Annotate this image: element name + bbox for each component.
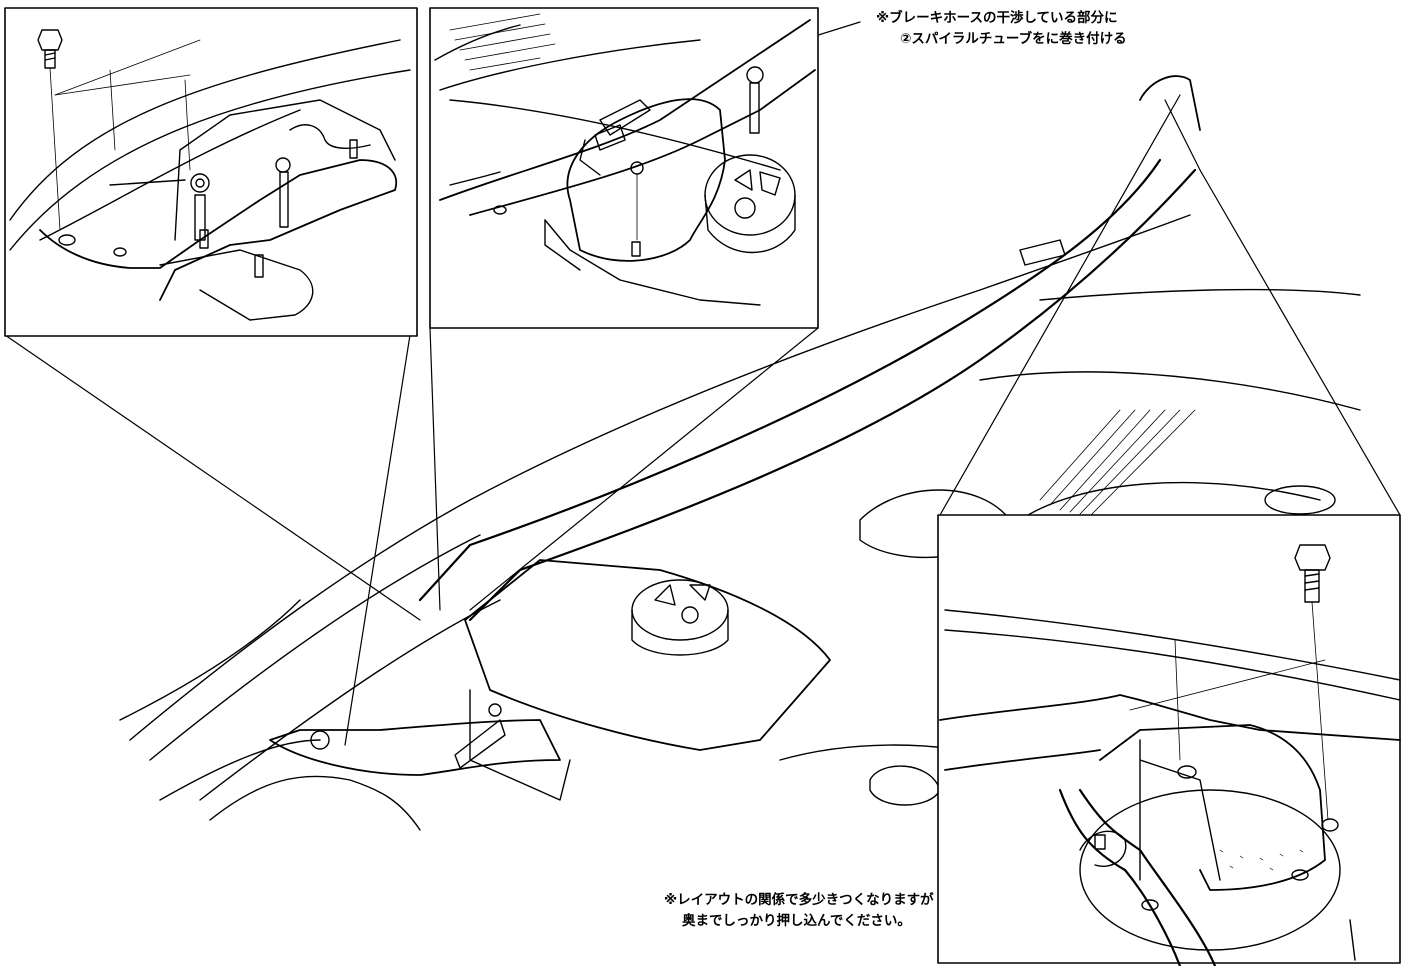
hose	[289, 124, 371, 149]
hood-edge	[979, 371, 1361, 411]
strut-bar-end	[1139, 75, 1201, 131]
reservoir-cap	[704, 154, 796, 254]
nut-icon	[190, 173, 210, 193]
spiral-tube	[1079, 830, 1127, 867]
engine-cover-hatch	[1039, 409, 1196, 517]
strut-bar-upper	[418, 158, 1162, 602]
left-bolt	[310, 730, 330, 750]
body-edge	[119, 599, 301, 721]
inset-center	[429, 7, 819, 329]
annotation-bottom-line2: 奥までしっかり押し込んでください。	[682, 913, 911, 929]
strut-bar	[439, 19, 811, 201]
reservoir	[566, 98, 726, 262]
inset-left	[4, 7, 418, 337]
oil-cap	[1264, 485, 1336, 515]
engine-part-2	[869, 765, 941, 806]
annotation-top-line1: ※ブレーキホースの干渉している部分に	[876, 10, 1118, 26]
fender-line	[129, 214, 1191, 741]
annotation-bottom: ※レイアウトの関係で多少きつくなりますが 奥までしっかり押し込んでください。	[664, 890, 934, 932]
strut-bar-lower	[468, 168, 1197, 622]
strut-tower	[1079, 789, 1341, 951]
bracket-face	[179, 99, 396, 161]
annotation-top: ※ブレーキホースの干渉している部分に ②スパイラルチューブをに巻き付ける	[876, 8, 1127, 50]
hose-connector	[579, 99, 651, 176]
reservoir-cap	[631, 579, 729, 656]
hood-edge-2	[1039, 288, 1361, 301]
annotation-bottom-line1: ※レイアウトの関係で多少きつくなりますが	[664, 892, 934, 908]
main-view	[119, 75, 1361, 831]
bolt-icon	[37, 29, 63, 69]
annotation-top-line2: ②スパイラルチューブをに巻き付ける	[900, 31, 1127, 47]
wheel-well	[209, 775, 421, 831]
reservoir-base	[469, 689, 571, 801]
strut-bar	[939, 694, 1401, 741]
stub-bracket	[454, 719, 506, 769]
strut-bar-mid	[1019, 239, 1066, 266]
grille-pattern	[449, 13, 556, 71]
brake-hose	[1078, 788, 1217, 966]
callout-lines	[4, 21, 1401, 871]
stipple	[1219, 849, 1304, 871]
inner-fender	[159, 739, 321, 801]
inset-right	[937, 514, 1401, 966]
fender-line-2	[149, 534, 481, 761]
left-strut-mount	[269, 719, 561, 776]
